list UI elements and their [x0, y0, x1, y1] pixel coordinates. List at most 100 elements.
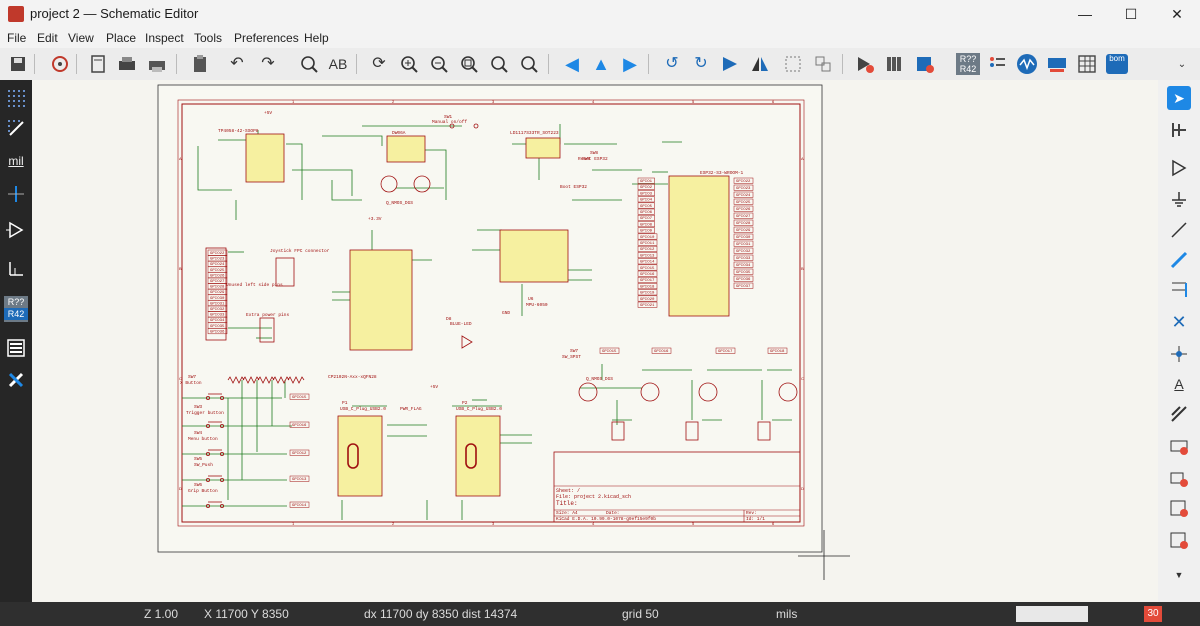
find-replace-icon[interactable]: AB: [328, 56, 348, 72]
zoom-out-icon[interactable]: [427, 52, 451, 76]
add-global-label-icon[interactable]: [1167, 434, 1191, 458]
j3-label: Unused left side pins: [226, 282, 283, 288]
ungroup-icon[interactable]: [811, 52, 835, 76]
sw8-value: Reset ESP32: [578, 156, 608, 162]
tb-size: Size: A4: [556, 510, 578, 516]
p2-label: P2: [462, 400, 468, 406]
navigate-back-icon[interactable]: ◀: [565, 53, 579, 74]
simulator-icon[interactable]: [1015, 52, 1039, 76]
tools-icon[interactable]: [4, 368, 28, 392]
sw4-value: Menu button: [188, 436, 218, 442]
junction-icon[interactable]: [1167, 342, 1191, 366]
full-crosshair-icon[interactable]: [4, 182, 28, 206]
menu-help[interactable]: Help: [304, 31, 329, 45]
save-icon[interactable]: [6, 52, 30, 76]
zoom-fit-icon[interactable]: [457, 52, 481, 76]
menu-preferences[interactable]: Preferences: [234, 31, 299, 45]
units-toggle[interactable]: mil: [8, 154, 24, 168]
menu-place[interactable]: Place: [106, 31, 137, 45]
print-icon[interactable]: [115, 52, 139, 76]
sw7-value: X Button: [180, 380, 202, 386]
net-label-esp-right-2: GPIO24: [736, 194, 751, 198]
zoom-selection-icon[interactable]: [517, 52, 541, 76]
net-label-esp-left-12: GPIO13: [640, 254, 655, 258]
close-button[interactable]: ✕: [1171, 5, 1183, 22]
find-icon[interactable]: [297, 52, 321, 76]
zoom-in-icon[interactable]: [397, 52, 421, 76]
maximize-button[interactable]: ☐: [1124, 5, 1138, 22]
hidden-fields-icon[interactable]: [4, 256, 28, 280]
show-pins-icon[interactable]: [4, 218, 28, 242]
u5-label: LD1117S33TR_SOT223: [510, 130, 559, 136]
notifications-badge[interactable]: 30: [1144, 606, 1162, 622]
bus-entry-icon[interactable]: [1167, 278, 1191, 302]
add-bus-icon[interactable]: [1167, 248, 1191, 272]
add-net-class-icon[interactable]: [1167, 402, 1191, 426]
bom-icon[interactable]: bom: [1105, 52, 1129, 76]
add-sheet-icon[interactable]: [1167, 496, 1191, 520]
menu-edit[interactable]: Edit: [37, 31, 58, 45]
refresh-icon[interactable]: ⟳: [372, 55, 386, 72]
menu-tools[interactable]: Tools: [194, 31, 223, 45]
undo-icon[interactable]: ↶: [230, 55, 244, 72]
sheet-row-B-1: B: [801, 266, 804, 271]
select-tool-icon[interactable]: ➤: [1167, 86, 1191, 110]
tb-file: File: project 2.kicad_sch: [556, 494, 631, 500]
tb-date: Date:: [606, 510, 620, 516]
menu-inspect[interactable]: Inspect: [145, 31, 184, 45]
add-label-icon[interactable]: A: [1174, 376, 1184, 392]
properties-panel-icon[interactable]: [4, 336, 28, 360]
minimize-button[interactable]: —: [1078, 6, 1092, 22]
add-wire-icon[interactable]: [1167, 218, 1191, 242]
footprint-assign-icon[interactable]: [913, 52, 937, 76]
sheet-col-3-1: 3: [492, 521, 495, 526]
menu-view[interactable]: View: [68, 31, 94, 45]
plot-icon[interactable]: [145, 52, 169, 76]
toolbar-overflow-icon[interactable]: ⌄: [1177, 58, 1187, 70]
import-sheet-pin-icon[interactable]: [1167, 528, 1191, 552]
symbol-editor-icon[interactable]: [853, 52, 877, 76]
redo-icon[interactable]: ↷: [261, 55, 275, 72]
mirror-vertical-icon[interactable]: [718, 52, 742, 76]
navigate-forward-icon[interactable]: ▶: [623, 53, 637, 74]
net-label-esp-right-10: GPIO32: [736, 250, 751, 254]
cursor-readout: X 11700 Y 8350: [204, 607, 289, 621]
app-icon: [8, 6, 24, 22]
highlight-net-icon[interactable]: [1167, 118, 1191, 142]
navigate-up-icon[interactable]: ▲: [592, 53, 610, 74]
paste-icon[interactable]: [188, 52, 212, 76]
net-label-esp-left-6: GPIO7: [640, 217, 653, 221]
left-ref-badge-bottom: R42: [4, 308, 28, 320]
u3-label: TP4058-42-SSOP8: [218, 128, 259, 134]
p2-value: USB_C_Plug_USB2.0: [456, 406, 502, 412]
rotate-ccw-icon[interactable]: ↺: [665, 55, 679, 72]
add-hier-label-icon[interactable]: [1167, 466, 1191, 490]
annotation-ref-button[interactable]: R?? R42: [4, 294, 28, 324]
symbol-library-icon[interactable]: [883, 52, 907, 76]
net-label-esp-right-9-box: [733, 240, 754, 247]
tb-rev: Rev:: [746, 510, 757, 516]
j7-label: Extra power pins: [246, 312, 290, 318]
right-toolbar-overflow-icon[interactable]: ▼: [1174, 570, 1184, 580]
menu-file[interactable]: File: [7, 31, 27, 45]
grid-overrides-icon[interactable]: [4, 116, 28, 140]
add-symbol-icon[interactable]: [1167, 156, 1191, 180]
page-settings-icon[interactable]: [86, 52, 110, 76]
net-label-motor-1-box: [651, 347, 672, 354]
grid-dots-icon[interactable]: [4, 86, 28, 110]
fields-table-icon[interactable]: [1075, 52, 1099, 76]
net-label-esp-left-19: GPIO20: [640, 298, 655, 302]
erc-icon[interactable]: [985, 52, 1009, 76]
net-label-esp-left-1-box: [637, 183, 655, 190]
mirror-horizontal-icon[interactable]: [748, 52, 772, 76]
net-label-esp-left-2-box: [637, 190, 655, 197]
zoom-objects-icon[interactable]: [487, 52, 511, 76]
rotate-cw-icon[interactable]: ↻: [694, 55, 708, 72]
schematic-setup-icon[interactable]: [48, 52, 72, 76]
annotate-button[interactable]: R?? R42: [955, 52, 981, 76]
group-icon[interactable]: [781, 52, 805, 76]
no-connect-icon[interactable]: ✕: [1171, 311, 1187, 332]
netlist-icon[interactable]: [1045, 52, 1069, 76]
add-power-icon[interactable]: [1167, 188, 1191, 212]
